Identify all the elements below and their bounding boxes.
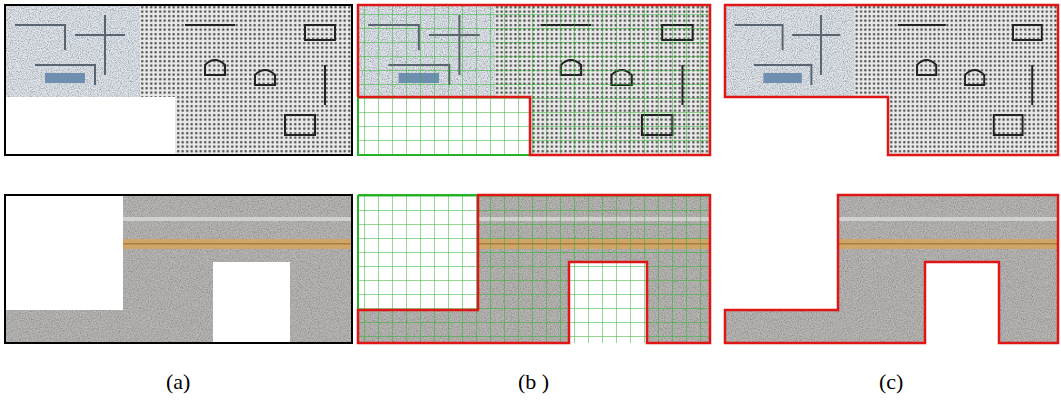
input-cloud-bottom	[5, 195, 352, 343]
gridded-cloud-top	[358, 5, 710, 155]
empty-cell-region	[358, 195, 478, 343]
gridded-cloud-bottom	[358, 195, 710, 343]
panel-label: (a)	[166, 371, 190, 393]
input-cloud-top	[5, 5, 352, 155]
panel-frame	[5, 5, 352, 155]
boundary-outline	[725, 195, 1058, 343]
empty-cell-region	[358, 97, 530, 155]
boundary-outline	[358, 195, 710, 343]
panel-frame	[5, 195, 352, 343]
panel-label: (b )	[518, 371, 549, 393]
extracted-cloud-bottom	[725, 195, 1058, 343]
grid-overlay	[358, 5, 710, 155]
boundary-outline	[358, 5, 710, 155]
boundary-outline	[725, 5, 1058, 155]
grid-overlay	[358, 195, 710, 343]
panel-label: (c)	[879, 371, 903, 393]
extracted-cloud-top	[725, 5, 1058, 155]
